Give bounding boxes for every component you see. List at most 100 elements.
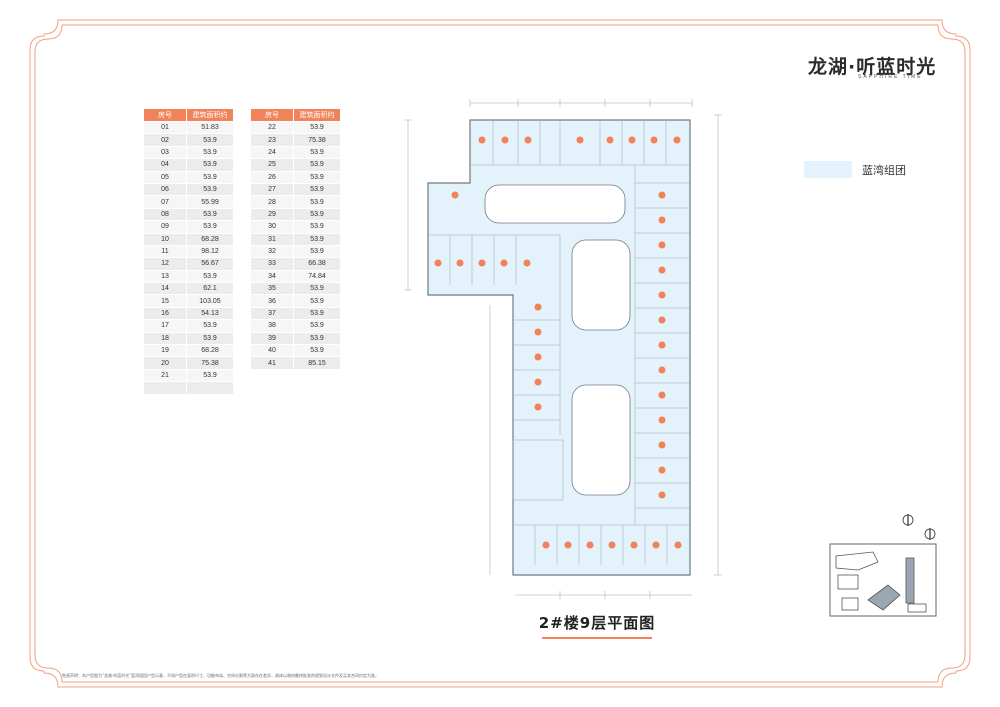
area-cell: 85.15 bbox=[293, 356, 341, 370]
column-header-area: 建筑面积约 bbox=[186, 108, 234, 122]
room-number-cell: 37 bbox=[250, 306, 294, 321]
column-header-room: 房号 bbox=[250, 108, 294, 122]
unit-markers bbox=[434, 136, 682, 549]
legend: 蓝湾组团 bbox=[804, 161, 906, 178]
area-cell: 103.05 bbox=[186, 294, 234, 308]
area-cell: 53.9 bbox=[293, 331, 341, 346]
room-number-cell: 29 bbox=[250, 207, 294, 222]
room-number-cell: 02 bbox=[143, 133, 187, 147]
brand-name: 龙湖·听蓝时光 bbox=[808, 56, 937, 78]
room-number-cell: 30 bbox=[250, 220, 294, 234]
area-cell: 53.9 bbox=[293, 182, 341, 197]
legend-swatch bbox=[804, 161, 852, 178]
room-number-cell: 39 bbox=[250, 331, 294, 346]
room-number-cell: 35 bbox=[250, 282, 294, 296]
plan-title-block: 2#楼9层平面图 bbox=[537, 612, 657, 639]
floor-plan bbox=[404, 99, 722, 599]
area-cell: 54.13 bbox=[186, 306, 234, 321]
room-number-cell: 06 bbox=[143, 182, 187, 197]
area-cell: 53.9 bbox=[293, 232, 341, 246]
room-number-cell: 41 bbox=[250, 356, 294, 370]
room-number-cell: 25 bbox=[250, 158, 294, 172]
area-cell: 53.9 bbox=[293, 294, 341, 308]
column-header-room: 房号 bbox=[143, 108, 187, 122]
area-cell: 53.9 bbox=[293, 344, 341, 358]
area-cell: 53.9 bbox=[293, 145, 341, 160]
room-number-cell: 23 bbox=[250, 133, 294, 147]
area-cell bbox=[186, 381, 234, 395]
area-cell: 53.9 bbox=[293, 120, 341, 135]
room-number-cell: 04 bbox=[143, 158, 187, 172]
disclaimer-text: 免责声明：本户型图为"龙湖·听蓝时光"蓝湾组团户型示意，不同户型在面积尺寸、功能… bbox=[62, 673, 379, 678]
room-number-cell: 10 bbox=[143, 232, 187, 246]
room-number-cell: 07 bbox=[143, 195, 187, 209]
table-header-row: 房号 建筑面积约 bbox=[250, 108, 341, 122]
room-number-cell: 38 bbox=[250, 319, 294, 333]
room-number-cell: 31 bbox=[250, 232, 294, 246]
area-cell: 53.9 bbox=[293, 158, 341, 172]
room-number-cell: 14 bbox=[143, 282, 187, 296]
atriums bbox=[484, 184, 631, 496]
area-cell: 53.9 bbox=[293, 207, 341, 222]
room-number-cell: 13 bbox=[143, 269, 187, 284]
area-cell: 53.9 bbox=[293, 195, 341, 209]
room-number-cell: 18 bbox=[143, 331, 187, 346]
room-number-cell bbox=[143, 381, 187, 395]
room-number-cell: 26 bbox=[250, 170, 294, 184]
area-cell: 53.9 bbox=[293, 319, 341, 333]
legend-label: 蓝湾组团 bbox=[862, 163, 906, 177]
room-number-cell: 36 bbox=[250, 294, 294, 308]
area-cell: 53.9 bbox=[186, 145, 234, 160]
room-number-cell: 27 bbox=[250, 182, 294, 197]
area-cell: 53.9 bbox=[293, 244, 341, 259]
area-cell: 53.9 bbox=[293, 306, 341, 321]
room-number-cell: 21 bbox=[143, 368, 187, 383]
room-number-cell: 03 bbox=[143, 145, 187, 160]
room-number-cell: 28 bbox=[250, 195, 294, 209]
area-cell: 53.9 bbox=[186, 158, 234, 172]
room-number-cell: 32 bbox=[250, 244, 294, 259]
area-cell: 53.9 bbox=[186, 170, 234, 184]
room-number-cell: 17 bbox=[143, 319, 187, 333]
area-cell: 74.84 bbox=[293, 269, 341, 284]
room-number-cell: 01 bbox=[143, 120, 187, 135]
area-cell: 53.9 bbox=[186, 182, 234, 197]
room-number-cell: 33 bbox=[250, 257, 294, 271]
site-key-plan bbox=[829, 543, 937, 617]
room-number-cell: 22 bbox=[250, 120, 294, 135]
area-cell: 62.1 bbox=[186, 282, 234, 296]
area-cell: 53.9 bbox=[186, 220, 234, 234]
area-cell: 53.9 bbox=[186, 331, 234, 346]
plan-title: 2#楼9层平面图 bbox=[538, 614, 656, 632]
room-number-cell: 08 bbox=[143, 207, 187, 222]
